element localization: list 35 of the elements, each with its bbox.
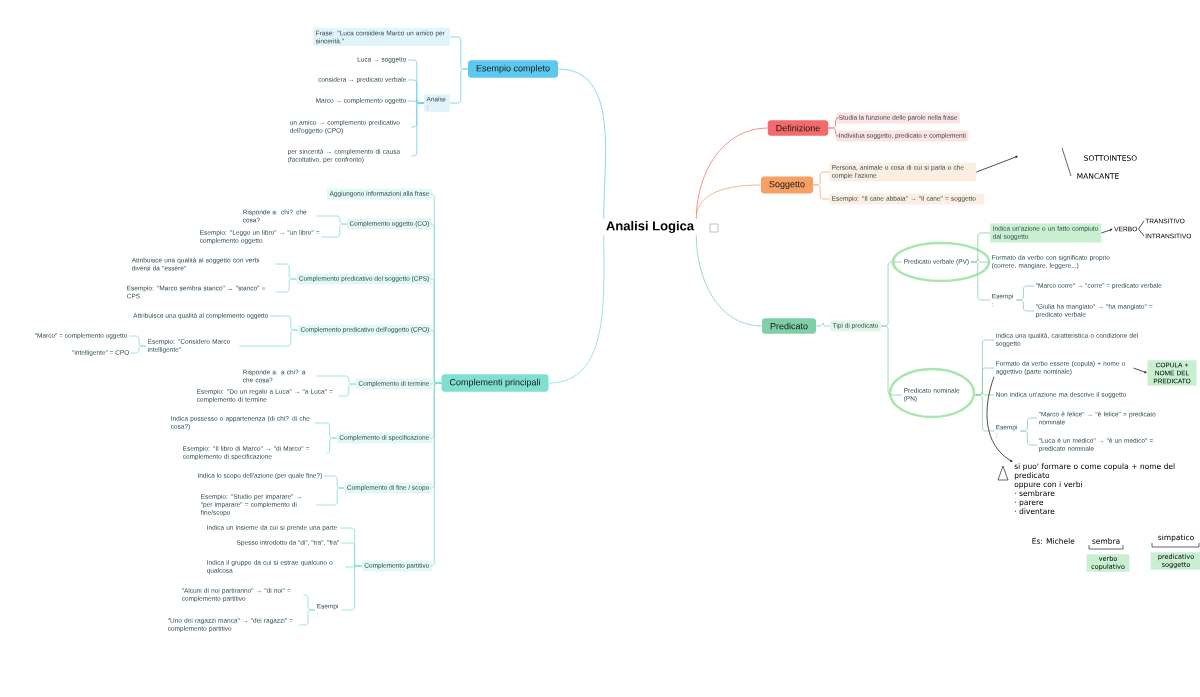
connector-line (411, 102, 425, 157)
connector-line (326, 437, 338, 454)
connector-line (316, 487, 345, 506)
connector-line (449, 68, 469, 104)
connector-line (1020, 430, 1038, 446)
connector-line (239, 329, 299, 347)
branch-topic-box: Complementi principali (441, 374, 549, 392)
connector-line (276, 278, 297, 293)
branch-topic-box: Esempio completo (468, 60, 558, 78)
connector-line (828, 127, 839, 137)
connector-line (1138, 228, 1145, 237)
arrow (1101, 228, 1113, 234)
arrow (976, 156, 1018, 173)
connector-line (975, 394, 995, 432)
branch-topic-box: Definizione (767, 120, 829, 136)
connector-line (430, 382, 442, 567)
connector-line (970, 261, 991, 301)
connector-line (321, 223, 348, 238)
connector-line (548, 234, 605, 384)
connector-line (815, 322, 831, 327)
connector-line (299, 609, 316, 626)
connector-line (557, 68, 606, 220)
connector-line (341, 565, 362, 611)
arrow (1133, 367, 1147, 374)
connector-line (695, 184, 762, 220)
branch-topic-box: Soggetto (761, 176, 813, 194)
branch-topic-box: Predicato (762, 318, 816, 334)
connector-line (130, 345, 147, 354)
connector-line (695, 234, 763, 327)
arrow (986, 376, 1013, 462)
connector-line (1138, 220, 1145, 230)
connector-line (1016, 299, 1035, 312)
central-topic: Analisi Logica (606, 220, 695, 234)
connector-line (338, 383, 357, 397)
connector-line (812, 184, 830, 200)
